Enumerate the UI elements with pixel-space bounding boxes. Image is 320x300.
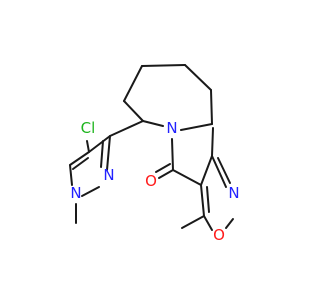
bond-methyl	[181, 215, 205, 229]
atom-n-pyrazole-1: N	[70, 184, 81, 202]
bond-azepane	[141, 64, 186, 67]
atom-labels: Cl N N N O N O	[70, 119, 239, 244]
bond-azepane	[184, 64, 212, 91]
atom-n-isoxazole: N	[228, 184, 239, 202]
atom-o-carbonyl: O	[145, 172, 157, 190]
bond-isoxazole	[225, 218, 234, 229]
atom-cl: Cl	[81, 119, 96, 137]
bond-pyrazole	[88, 135, 111, 153]
bond-isoxazole	[206, 186, 210, 213]
bond-carbonyl	[158, 169, 174, 179]
bond-pyrazole	[69, 164, 73, 186]
bond-azepane	[142, 120, 164, 127]
bond-azepane	[123, 65, 143, 102]
atom-o-isoxazole: O	[213, 226, 225, 244]
bond-cl	[86, 140, 90, 153]
molecule-structure: Cl N N N O N O	[69, 64, 240, 244]
bond-amide	[172, 169, 202, 186]
bond-isoxazole	[217, 157, 231, 184]
bond-pyrazole	[100, 140, 104, 168]
bond-amide	[171, 138, 174, 171]
atom-n-azepane: N	[166, 119, 177, 137]
bond-pyrazole	[106, 135, 111, 171]
bond-isoxazole	[203, 215, 213, 231]
bond-carbonyl	[155, 163, 171, 173]
bond-azepane	[123, 100, 144, 122]
atom-n-pyrazole-2: N	[103, 166, 114, 184]
bond-isoxazole	[200, 155, 213, 186]
bond-link	[109, 120, 144, 137]
bond-azepane	[210, 89, 213, 125]
bond-azepane	[180, 123, 213, 131]
bonds	[69, 64, 234, 231]
bond-methyl	[211, 127, 214, 157]
bond-pyrazole	[69, 151, 90, 166]
bond-isoxazole	[211, 155, 227, 188]
bond-pyrazole	[72, 157, 89, 170]
bond-isoxazole	[200, 184, 205, 217]
bond-pyrazole	[81, 186, 100, 197]
